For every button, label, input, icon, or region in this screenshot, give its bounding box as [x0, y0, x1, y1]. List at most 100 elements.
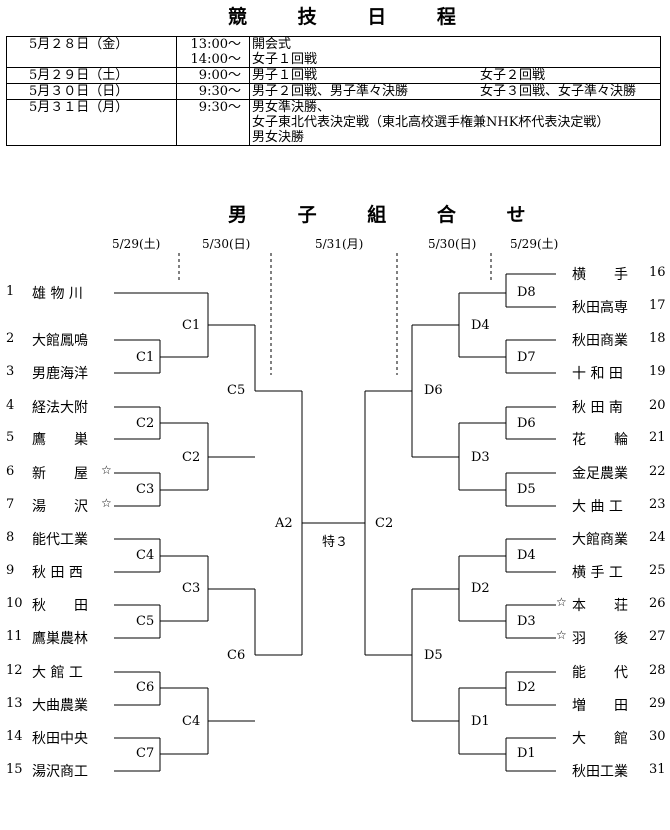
- match-label: D1: [517, 746, 536, 761]
- match-label: C1: [182, 318, 201, 333]
- schedule-date: 5月２８日（金）: [6, 36, 177, 68]
- team-name: 大 館: [572, 731, 628, 747]
- team-name: 新 屋: [32, 466, 88, 482]
- match-label: D5: [424, 648, 443, 663]
- team-name: 経法大附: [32, 400, 88, 416]
- team-number: 8: [6, 530, 15, 545]
- team-name: 秋 田 西: [32, 565, 83, 581]
- team-name: 秋 田 南: [572, 400, 623, 416]
- match-label: A2: [275, 516, 293, 531]
- day-label: 5/29(土): [510, 237, 559, 251]
- team-number: 17: [649, 298, 666, 313]
- match-label: D4: [517, 548, 536, 563]
- team-number: 7: [6, 497, 15, 512]
- team-name: 鷹巣農林: [32, 631, 88, 647]
- team-number: 27: [649, 629, 666, 644]
- team-name: 鷹 巣: [32, 432, 88, 448]
- match-label: C2: [375, 516, 394, 531]
- team-number: 5: [6, 430, 15, 445]
- team-number: 6: [6, 464, 15, 479]
- day-label: 5/29(土): [112, 237, 161, 251]
- match-label: C2: [182, 450, 201, 465]
- team-number: 20: [649, 398, 666, 413]
- schedule-time: 13:00～ 14:00～: [176, 36, 250, 68]
- schedule-row: 5月２８日（金） 13:00～ 14:00～ 開会式 女子１回戦: [6, 36, 661, 68]
- team-name: 大 曲 工: [572, 499, 623, 515]
- team-number: 21: [649, 430, 666, 445]
- match-label: C6: [136, 680, 155, 695]
- team-name: 花 輪: [572, 432, 628, 448]
- schedule-events: 男子２回戦、男子準々決勝 女子３回戦、女子準々決勝: [249, 83, 661, 100]
- match-label: C5: [136, 614, 155, 629]
- team-name: 湯 沢: [32, 499, 88, 515]
- team-name: 秋 田: [32, 598, 88, 614]
- match-label: C4: [182, 714, 201, 729]
- team-name: 本 荘: [572, 598, 628, 614]
- team-number: 10: [6, 596, 23, 611]
- team-number: 28: [649, 663, 666, 678]
- match-label: C2: [136, 416, 155, 431]
- team-number: 1: [6, 284, 15, 299]
- schedule-row: 5月３０日（日） 9:30～ 男子２回戦、男子準々決勝 女子３回戦、女子準々決勝: [6, 83, 661, 100]
- team-number: 23: [649, 497, 666, 512]
- schedule-time: 9:30～: [176, 83, 250, 100]
- team-number: 4: [6, 398, 15, 413]
- day-label: 5/30(日): [202, 237, 251, 251]
- match-label: 特３: [322, 535, 349, 550]
- team-number: 30: [649, 729, 666, 744]
- schedule-title: 競 技 日 程: [228, 6, 478, 28]
- team-number: 12: [6, 663, 23, 678]
- match-label: D1: [471, 714, 490, 729]
- schedule-time: 9:00～: [176, 67, 250, 84]
- team-name: 横 手 工: [572, 565, 623, 581]
- team-number: 9: [6, 563, 15, 578]
- team-name: 男鹿海洋: [32, 366, 88, 382]
- match-label: C4: [136, 548, 155, 563]
- team-number: 31: [649, 762, 666, 777]
- team-number: 19: [649, 364, 666, 379]
- match-label: C1: [136, 350, 155, 365]
- team-name: 大館鳳鳴: [32, 333, 88, 349]
- match-label: D7: [517, 350, 536, 365]
- team-number: 11: [6, 629, 23, 644]
- match-label: D6: [517, 416, 536, 431]
- team-name: 大曲農業: [32, 698, 88, 714]
- seed-star-icon: ☆: [101, 463, 112, 477]
- team-name: 能 代: [572, 665, 628, 681]
- day-label: 5/31(月): [315, 237, 364, 251]
- match-label: C5: [227, 383, 246, 398]
- seed-star-icon: ☆: [556, 595, 567, 609]
- team-number: 25: [649, 563, 666, 578]
- schedule-row: 5月３１日（月） 9:30～ 男女準決勝、 女子東北代表決定戦（東北高校選手権兼…: [6, 99, 661, 146]
- schedule-time: 9:30～: [176, 99, 250, 146]
- schedule-events: 男女準決勝、 女子東北代表決定戦（東北高校選手権兼NHK杯代表決定戦） 男女決勝: [249, 99, 661, 146]
- match-label: D2: [517, 680, 536, 695]
- team-name: 秋田高専: [572, 300, 628, 316]
- team-name: 金足農業: [572, 466, 628, 482]
- team-name: 湯沢商工: [32, 764, 88, 780]
- team-number: 14: [6, 729, 23, 744]
- match-label: C7: [136, 746, 155, 761]
- match-label: D8: [517, 285, 536, 300]
- team-name: 大館商業: [572, 532, 628, 548]
- bracket-title: 男 子 組 合 せ: [228, 204, 548, 226]
- team-number: 24: [649, 530, 666, 545]
- seed-star-icon: ☆: [101, 496, 112, 510]
- team-number: 13: [6, 696, 23, 711]
- team-number: 29: [649, 696, 666, 711]
- team-name: 横 手: [572, 267, 628, 283]
- team-name: 十 和 田: [572, 366, 623, 382]
- day-label: 5/30(日): [428, 237, 477, 251]
- schedule-row: 5月２９日（土） 9:00～ 男子１回戦 女子２回戦: [6, 67, 661, 84]
- team-name: 秋田中央: [32, 731, 88, 747]
- team-number: 15: [6, 762, 23, 777]
- schedule-date: 5月３１日（月）: [6, 99, 177, 146]
- match-label: C6: [227, 648, 246, 663]
- match-label: D4: [471, 318, 490, 333]
- team-name: 羽 後: [572, 631, 628, 647]
- team-number: 26: [649, 596, 666, 611]
- match-label: D6: [424, 383, 443, 398]
- schedule-events: 開会式 女子１回戦: [249, 36, 661, 68]
- team-name: 秋田工業: [572, 764, 628, 780]
